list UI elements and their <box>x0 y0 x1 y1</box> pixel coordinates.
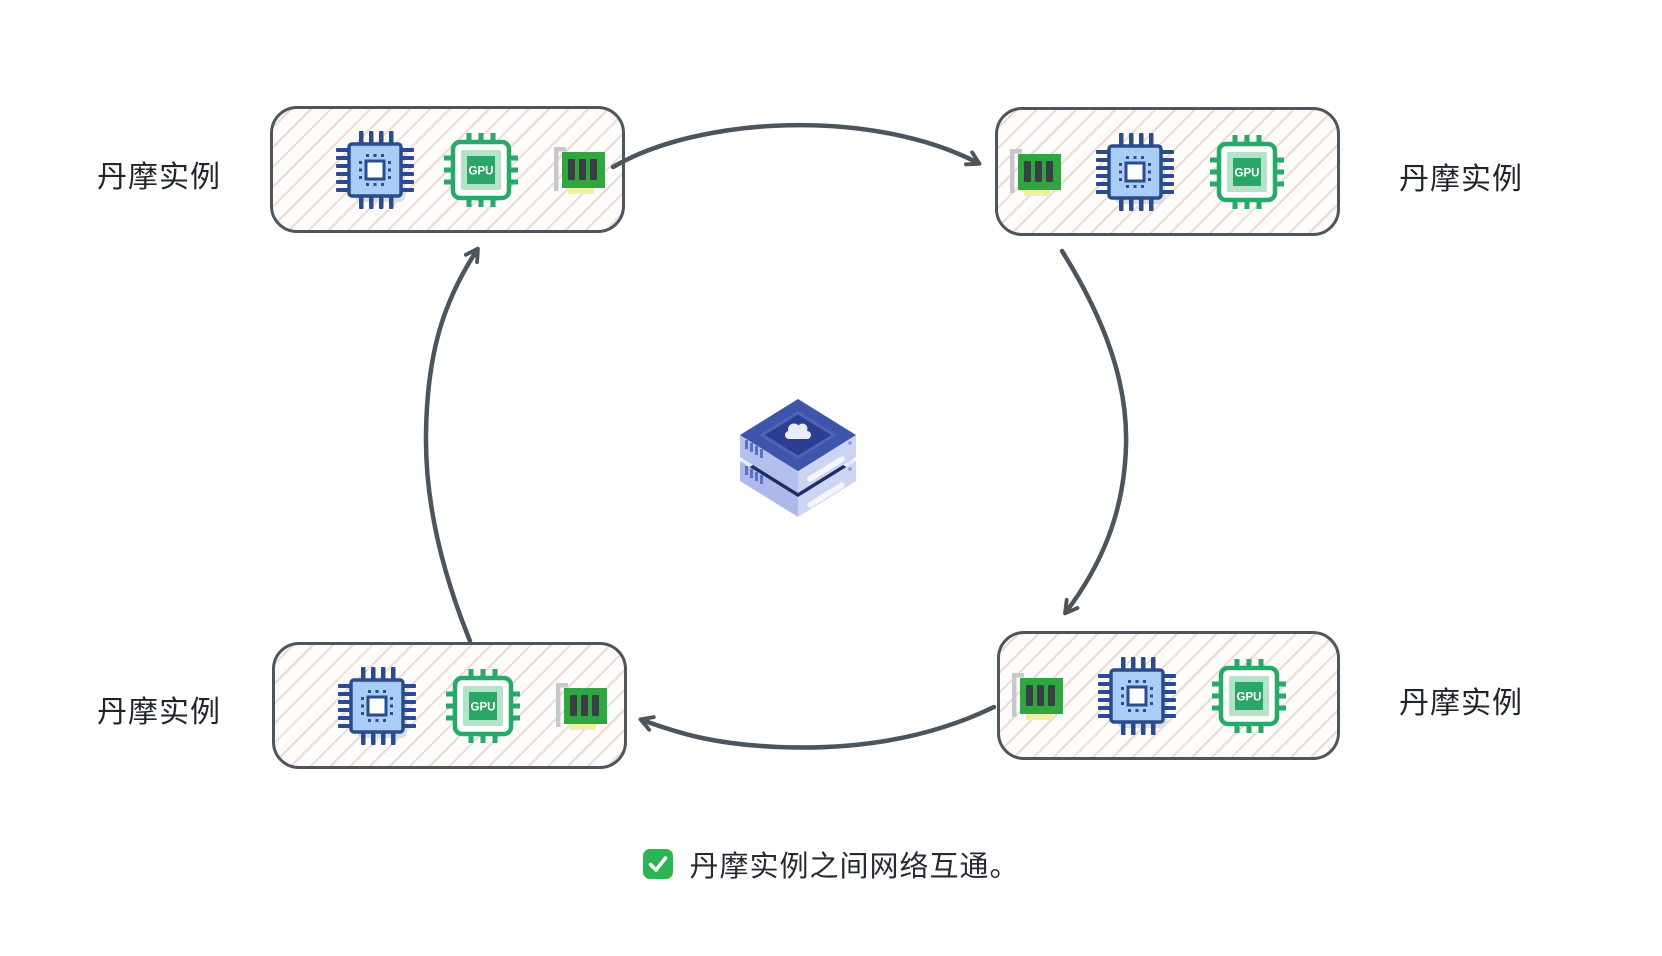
instance-box-bottom-left: GPU <box>272 642 627 769</box>
instance-label-top-right: 丹摩实例 <box>1399 163 1523 196</box>
instance-label-top-left: 丹摩实例 <box>97 161 221 194</box>
gpu-icon-graphic: GPU <box>1210 134 1284 209</box>
nic-icon-graphic <box>554 146 605 194</box>
gpu-chip-label: GPU <box>471 701 496 713</box>
nic-icon-graphic <box>1012 672 1063 720</box>
network-card-icon <box>1001 146 1065 198</box>
caption-text: 丹摩实例之间网络互通。 <box>689 851 1020 883</box>
gpu-icon-graphic: GPU <box>1212 658 1286 733</box>
network-card-icon <box>547 680 611 732</box>
network-card-icon <box>545 144 609 196</box>
cpu-icon-graphic <box>336 130 414 209</box>
arrow-top-left-to-top-right <box>610 122 982 170</box>
gpu-chip-label: GPU <box>469 165 494 177</box>
gpu-icon: GPU <box>1207 654 1291 738</box>
gpu-icon: GPU <box>1205 130 1289 214</box>
instance-box-top-right: GPU <box>995 107 1340 236</box>
gpu-chip-label: GPU <box>1235 167 1260 179</box>
instance-box-bottom-right: GPU <box>997 631 1340 760</box>
instance-label-bottom-left: 丹摩实例 <box>97 696 221 729</box>
arrow-bottom-right-to-bottom-left <box>638 704 997 750</box>
instance-box-top-left: GPU <box>270 106 625 233</box>
cpu-icon-graphic <box>1096 132 1174 211</box>
check-icon <box>642 848 674 880</box>
cpu-icon <box>335 664 419 748</box>
cpu-icon <box>1093 130 1177 214</box>
instance-label-bottom-right: 丹摩实例 <box>1399 687 1523 720</box>
gpu-icon: GPU <box>441 664 525 748</box>
gpu-icon: GPU <box>439 128 523 212</box>
gpu-icon-graphic: GPU <box>446 668 520 743</box>
gpu-icon-graphic: GPU <box>444 132 518 207</box>
nic-icon-graphic <box>1010 148 1061 196</box>
cpu-icon <box>1095 654 1179 738</box>
cloud-server-stack-icon <box>738 397 858 519</box>
nic-icon-graphic <box>556 682 607 730</box>
gpu-chip-label: GPU <box>1237 691 1262 703</box>
network-card-icon <box>1003 670 1067 722</box>
arrow-top-right-to-bottom-right <box>1059 248 1129 616</box>
cpu-icon-graphic <box>338 666 416 745</box>
cpu-icon <box>333 128 417 212</box>
arrow-bottom-left-to-top-left <box>423 246 480 644</box>
cpu-icon-graphic <box>1098 656 1176 735</box>
caption: 丹摩实例之间网络互通。 <box>0 843 1662 885</box>
